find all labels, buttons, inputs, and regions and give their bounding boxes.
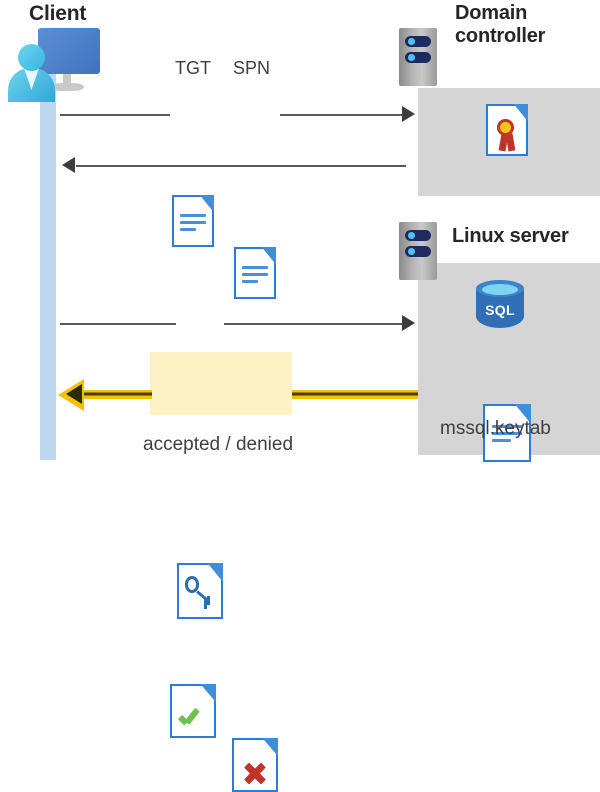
tgt-label: TGT [175, 58, 211, 78]
linux-server-title: Linux server [452, 225, 569, 247]
keytab-filename-label: mssql.keytab [440, 418, 551, 439]
document-check-icon [170, 684, 216, 738]
server-rack-icon-linux [399, 222, 437, 280]
monitor-neck [63, 74, 71, 85]
result-arrow-segment-left [80, 390, 152, 399]
sql-database-label: SQL [485, 302, 515, 318]
document-cross-icon [232, 738, 278, 792]
server-bay-1 [405, 36, 431, 47]
request-line-left [60, 114, 170, 116]
tgt-document-icon [172, 195, 214, 247]
service-ticket-arrowhead [402, 315, 415, 331]
result-highlight-box [150, 352, 292, 415]
service-ticket-line-right [224, 323, 402, 325]
result-arrowhead-inner [66, 384, 82, 404]
client-title: Client [29, 2, 87, 25]
service-ticket-line-left [60, 323, 176, 325]
monitor-screen [38, 28, 100, 74]
ticket-response-arrowhead [62, 157, 75, 173]
request-line-right [280, 114, 402, 116]
client-computer-user-icon [8, 28, 100, 102]
person-head [18, 44, 45, 71]
domain-controller-title: Domain controller [455, 2, 546, 48]
result-caption: accepted / denied [143, 434, 294, 455]
server-bay-2 [405, 246, 431, 257]
monitor-base [51, 83, 84, 91]
server-rack-icon-domain-controller [399, 28, 437, 86]
client-lifeline [40, 60, 56, 460]
certificate-document-icon [486, 104, 528, 156]
sql-database-icon: SQL [476, 280, 524, 336]
ticket-response-line [76, 165, 406, 167]
request-arrowhead [402, 106, 415, 122]
server-bay-1 [405, 230, 431, 241]
server-bay-2 [405, 52, 431, 63]
spn-label: SPN [233, 58, 271, 78]
result-arrow-segment-right [292, 390, 418, 399]
key-document-icon-service-ticket [177, 563, 223, 619]
spn-document-icon [234, 247, 276, 299]
keytab-document-icon [483, 404, 531, 462]
